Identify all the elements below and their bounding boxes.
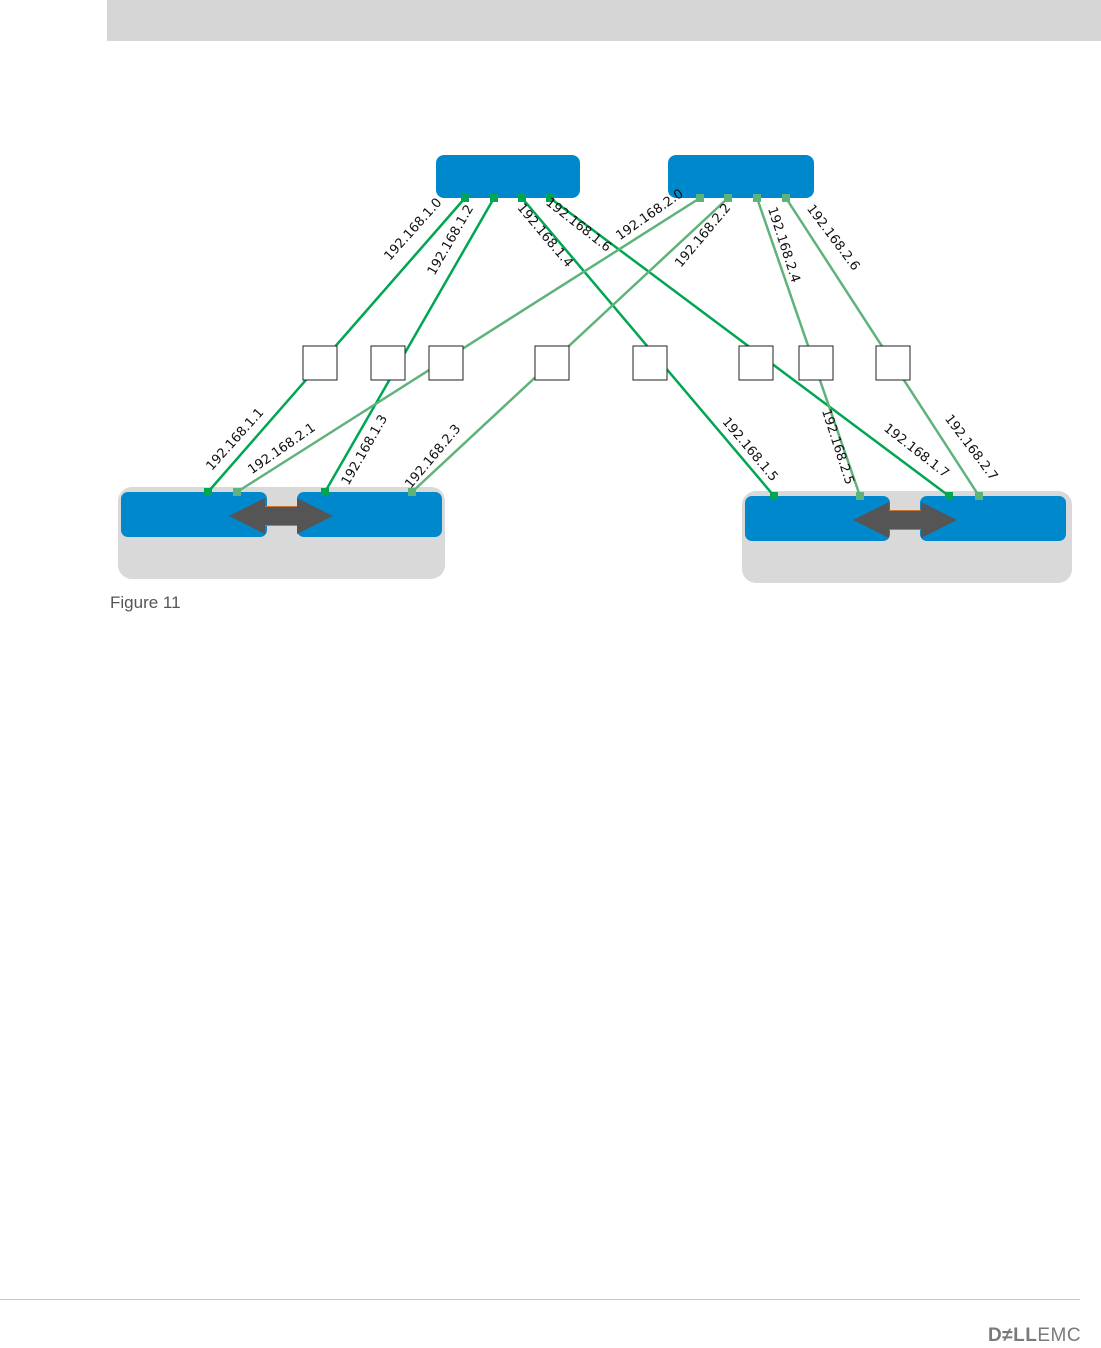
link-box bbox=[798, 345, 834, 381]
link-label: 192.168.2.2 bbox=[672, 201, 734, 271]
port-marker bbox=[204, 488, 212, 496]
port-marker bbox=[518, 194, 526, 202]
left-interconnect-arrow bbox=[229, 498, 333, 534]
link-label: 192.168.2.5 bbox=[818, 407, 857, 486]
link-box bbox=[302, 345, 338, 381]
port-marker bbox=[753, 194, 761, 202]
left-switch-2 bbox=[297, 492, 442, 537]
port-marker bbox=[782, 194, 790, 202]
port-marker bbox=[461, 194, 469, 202]
link-line-fabric-2 bbox=[236, 196, 701, 494]
port-marker bbox=[408, 488, 416, 496]
port-marker bbox=[770, 492, 778, 500]
port-marker bbox=[321, 488, 329, 496]
link-box bbox=[875, 345, 911, 381]
link-box bbox=[738, 345, 774, 381]
link-line-fabric-1 bbox=[207, 197, 466, 493]
right-switch-1 bbox=[745, 496, 890, 541]
port-marker bbox=[856, 492, 864, 500]
left-switch-1 bbox=[121, 492, 267, 537]
link-line-fabric-1 bbox=[323, 197, 496, 493]
link-box bbox=[534, 345, 570, 381]
right-switch-2 bbox=[920, 496, 1066, 541]
link-label: 192.168.1.5 bbox=[719, 415, 781, 485]
link-label: 192.168.2.1 bbox=[246, 420, 319, 477]
top-switch-b bbox=[668, 155, 814, 198]
header-bar bbox=[107, 0, 1101, 41]
port-marker bbox=[490, 194, 498, 202]
link-line-fabric-2 bbox=[411, 197, 729, 493]
link-box bbox=[632, 345, 668, 381]
figure-caption: Figure 11 bbox=[110, 593, 181, 612]
link-label: 192.168.2.3 bbox=[402, 422, 464, 492]
link-label: 192.168.2.0 bbox=[614, 186, 687, 243]
port-marker bbox=[975, 492, 983, 500]
link-box bbox=[370, 345, 406, 381]
topology-diagram: 192.168.1.0192.168.1.1192.168.1.2192.168… bbox=[118, 155, 1072, 583]
top-switch-a bbox=[436, 155, 580, 198]
link-box bbox=[428, 345, 464, 381]
port-marker bbox=[233, 488, 241, 496]
port-marker bbox=[724, 194, 732, 202]
port-marker bbox=[945, 492, 953, 500]
dell-emc-logo: D≠LLEMC bbox=[988, 1325, 1082, 1346]
link-label: 192.168.2.7 bbox=[941, 412, 1000, 484]
right-interconnect-arrow bbox=[853, 502, 957, 538]
port-marker bbox=[696, 194, 704, 202]
port-marker bbox=[546, 194, 554, 202]
footer-rule bbox=[0, 1299, 1080, 1300]
